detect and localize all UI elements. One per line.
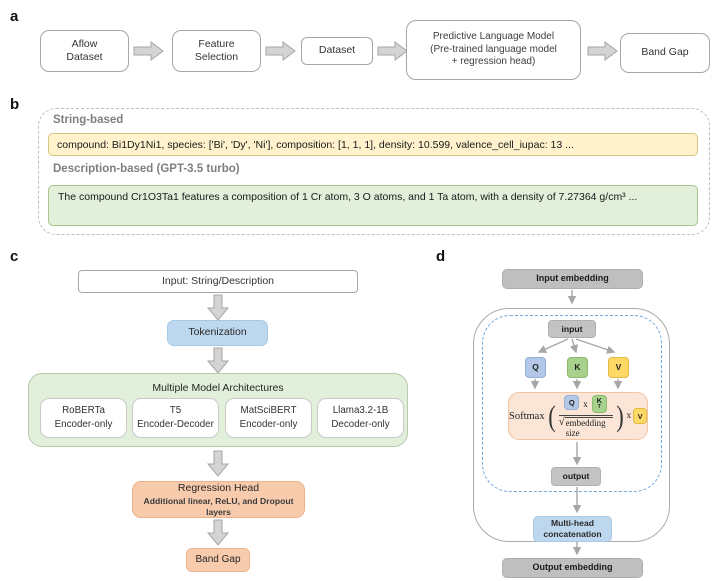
band-gap-box-c: Band Gap (186, 548, 250, 572)
formula-q-label: Q (568, 397, 575, 407)
description-example-text: The compound Cr1O3Ta1 features a composi… (58, 191, 638, 203)
model-box-llama: Llama3.2-1B Decoder-only (317, 398, 404, 438)
flow-arrow-down-icon (206, 347, 230, 374)
roberta-name: RoBERTa (62, 405, 105, 417)
panel-a-label: a (10, 8, 19, 25)
formula-times1: x (583, 398, 588, 409)
formula-denominator: √ embedding size (558, 414, 613, 438)
value-label: V (615, 362, 622, 373)
value-chip: V (608, 357, 629, 378)
regression-head-title: Regression Head (177, 481, 260, 494)
connector-arrows-icon (530, 290, 623, 556)
attn-input-box: input (548, 320, 596, 338)
dataset-box: Dataset (301, 37, 373, 65)
feature-selection-box: Feature Selection (172, 30, 261, 72)
formula-radicand: embedding size (564, 416, 613, 438)
flow-arrow-down-icon (206, 294, 230, 321)
aflow-dataset-line1: Aflow (71, 37, 98, 50)
description-based-heading: Description-based (GPT-3.5 turbo) (53, 163, 240, 175)
sqrt-icon: √ (558, 415, 565, 428)
formula-v-label: V (637, 411, 643, 421)
band-gap-label-c: Band Gap (195, 553, 241, 565)
flow-arrow-right-icon (265, 41, 296, 61)
feature-selection-line2: Selection (194, 51, 239, 63)
formula-q-chip: Q (564, 394, 580, 410)
aflow-dataset-line2: Dataset (66, 51, 103, 63)
key-label: K (574, 362, 581, 373)
model-architectures-container: Multiple Model Architectures RoBERTa Enc… (28, 373, 408, 447)
formula-times2: x (626, 411, 632, 421)
multihead-concatenation-box: Multi-head concatenation (533, 516, 612, 542)
attn-output-box: output (551, 467, 601, 486)
model-box-t5: T5 Encoder-Decoder (132, 398, 219, 438)
output-embedding-label: Output embedding (532, 562, 613, 573)
regression-head-box: Regression Head Additional linear, ReLU,… (132, 481, 305, 518)
t5-name: T5 (169, 405, 182, 417)
formula-numerator: Q x K T (560, 394, 611, 415)
formula-k-transpose: T (597, 404, 601, 411)
regression-head-subtitle: Additional linear, ReLU, and Dropout lay… (143, 495, 294, 517)
softmax-label: Softmax (509, 410, 545, 422)
matscibert-name: MatSciBERT (240, 405, 297, 417)
open-paren: ( (547, 399, 556, 433)
formula-k-label: K (596, 395, 602, 405)
panel-c-label: c (10, 248, 19, 265)
tokenization-box: Tokenization (167, 320, 268, 346)
input-string-description-box: Input: String/Description (78, 270, 358, 293)
string-example-text: compound: Bi1Dy1Ni1, species: ['Bi', 'Dy… (57, 138, 574, 151)
aflow-dataset-box: Aflow Dataset (40, 30, 129, 72)
formula-v-chip: V (633, 408, 647, 424)
plm-line3: + regression head) (451, 56, 536, 68)
plm-line2: (Pre-trained language model (430, 43, 557, 55)
roberta-type: Encoder-only (54, 419, 113, 430)
softmax-formula-box: Softmax ( Q x K T √ embedding size ) x V (508, 392, 648, 440)
string-based-heading: String-based (53, 114, 124, 126)
multihead-line2: concatenation (543, 529, 602, 539)
attn-input-label: input (561, 323, 583, 334)
input-embedding-box: Input embedding (502, 269, 643, 289)
formula-fraction: Q x K T √ embedding size (558, 394, 613, 438)
multihead-line1: Multi-head (551, 517, 594, 528)
matscibert-type: Encoder-only (239, 419, 298, 430)
dataset-label: Dataset (318, 44, 356, 57)
attention-head-dashed-container (482, 315, 662, 492)
panel-b-label: b (10, 96, 20, 113)
query-chip: Q (525, 357, 546, 378)
band-gap-box-a: Band Gap (620, 33, 710, 73)
close-paren: ) (615, 399, 624, 433)
flow-arrow-right-icon (377, 41, 408, 61)
flow-arrow-down-icon (206, 519, 230, 546)
tokenization-label: Tokenization (188, 326, 247, 339)
flow-arrow-right-icon (587, 41, 618, 61)
flow-arrow-right-icon (133, 41, 164, 61)
model-box-roberta: RoBERTa Encoder-only (40, 398, 127, 438)
input-embedding-label: Input embedding (536, 273, 609, 284)
plm-line1: Predictive Language Model (432, 31, 555, 43)
attn-output-label: output (562, 471, 590, 482)
output-embedding-box: Output embedding (502, 558, 643, 578)
query-label: Q (532, 362, 539, 373)
panel-d-label: d (436, 248, 446, 265)
flow-arrow-down-icon (206, 450, 230, 477)
model-architectures-title: Multiple Model Architectures (152, 382, 284, 394)
description-example-box: The compound Cr1O3Ta1 features a composi… (48, 185, 698, 226)
predictive-language-model-box: Predictive Language Model (Pre-trained l… (406, 20, 581, 80)
model-box-matscibert: MatSciBERT Encoder-only (225, 398, 312, 438)
t5-type: Encoder-Decoder (137, 419, 214, 430)
input-string-description-label: Input: String/Description (161, 274, 275, 287)
formula-k-chip: K T (591, 394, 607, 413)
band-gap-label-a: Band Gap (641, 46, 689, 59)
feature-selection-line1: Feature (198, 37, 235, 50)
string-example-box: compound: Bi1Dy1Ni1, species: ['Bi', 'Dy… (48, 133, 698, 156)
llama-type: Decoder-only (331, 419, 390, 430)
key-chip: K (567, 357, 588, 378)
llama-name: Llama3.2-1B (332, 405, 389, 417)
